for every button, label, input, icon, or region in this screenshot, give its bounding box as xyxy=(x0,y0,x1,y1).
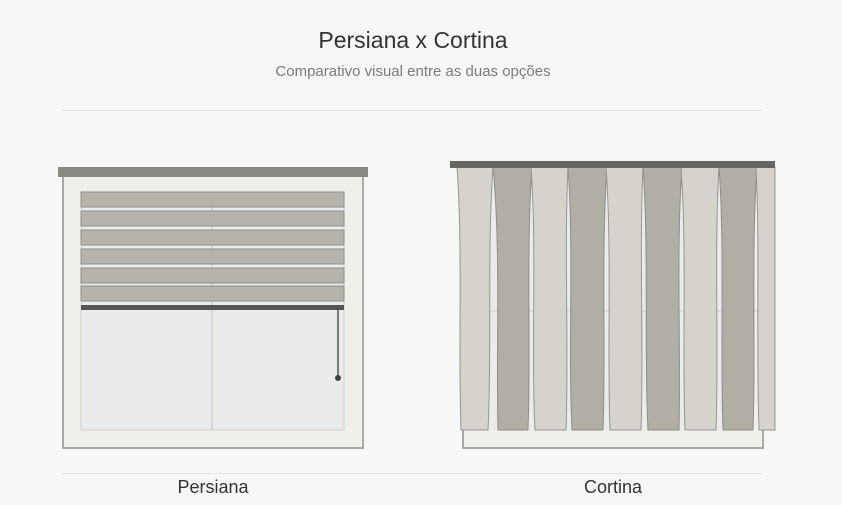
persiana-bottom-bar xyxy=(81,305,344,310)
cortina-illustration xyxy=(450,161,776,449)
persiana-top-rail xyxy=(58,167,368,177)
page-title: Persiana x Cortina xyxy=(318,27,508,53)
top-divider xyxy=(62,110,762,111)
persiana-slat xyxy=(80,229,345,246)
persiana-label: Persiana xyxy=(177,477,249,497)
persiana-slat xyxy=(80,248,345,265)
cortina-curtain-rod xyxy=(450,161,775,168)
cortina-fold xyxy=(680,166,720,431)
cortina-fold xyxy=(755,166,776,431)
persiana-slat xyxy=(80,191,345,208)
cortina-fold xyxy=(605,166,644,431)
persiana-cord-knob xyxy=(335,375,341,381)
cortina-fold xyxy=(492,166,533,431)
page-subtitle: Comparativo visual entre as duas opções xyxy=(275,63,551,80)
persiana-slat xyxy=(80,285,345,302)
cortina-fold xyxy=(642,166,683,431)
persiana-illustration xyxy=(58,167,368,449)
persiana-slat xyxy=(80,210,345,227)
cortina-fold xyxy=(718,166,758,431)
cortina-fold xyxy=(567,166,608,431)
cortina-label: Cortina xyxy=(583,477,643,497)
persiana-slat xyxy=(80,267,345,284)
cortina-fold xyxy=(530,166,569,431)
bottom-divider xyxy=(62,473,762,474)
cortina-fold xyxy=(456,166,494,431)
